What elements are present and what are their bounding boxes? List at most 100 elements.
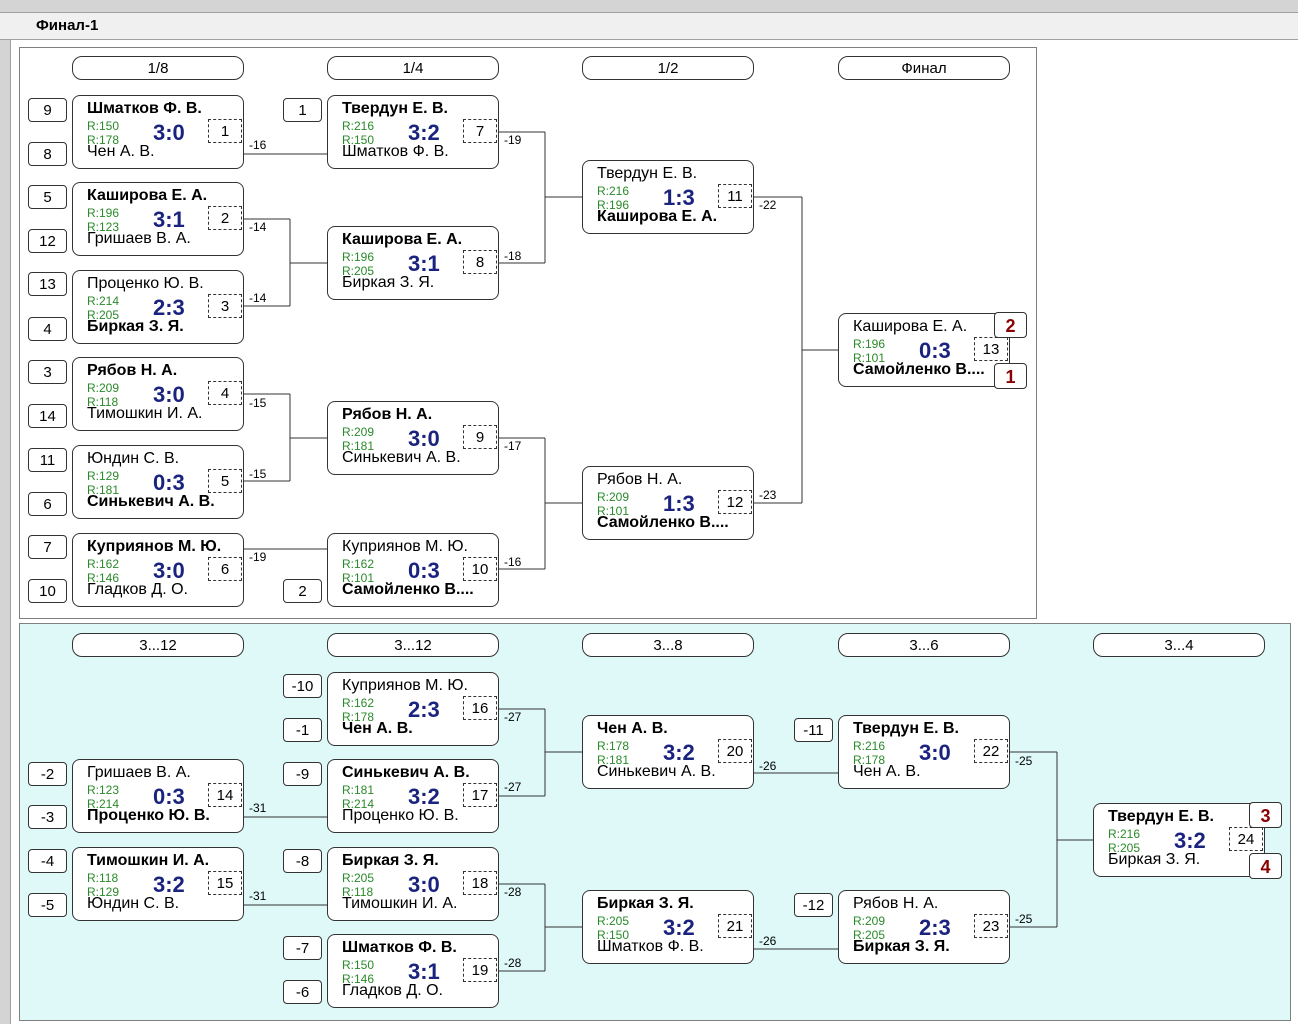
player-top: Гришаев В. А. — [87, 764, 191, 781]
round-header-bottom-5: 3...4 — [1093, 633, 1265, 657]
loser-label: -19 — [504, 133, 522, 147]
title-bar: Финал-1 — [0, 12, 1298, 40]
rating-top: R:209 — [853, 914, 886, 928]
player-top: Рябов Н. А. — [853, 895, 939, 912]
player-bottom: Гладков Д. О. — [87, 581, 188, 598]
match-number: 5 — [208, 469, 242, 493]
player-bottom: Биркая З. Я. — [853, 938, 950, 955]
seed-box: -4 — [28, 849, 67, 873]
seed-box: 1 — [283, 98, 322, 122]
match-box[interactable]: Куприянов М. Ю. R:162 R:178 2:3 16 Чен А… — [327, 672, 499, 746]
match-box[interactable]: Шматков Ф. В. R:150 R:178 3:0 1 Чен А. В… — [72, 95, 244, 169]
match-box[interactable]: Куприянов М. Ю. R:162 R:101 0:3 10 Самой… — [327, 533, 499, 607]
seed-box: -12 — [794, 893, 833, 917]
match-box[interactable]: Каширова Е. А. R:196 R:205 3:1 8 Биркая … — [327, 226, 499, 300]
player-top: Рябов Н. А. — [342, 406, 433, 423]
loser-label: -28 — [504, 885, 522, 899]
match-score: 3:2 — [408, 120, 440, 145]
seed-box: -6 — [283, 980, 322, 1004]
match-score: 3:0 — [408, 872, 440, 897]
match-number: 6 — [208, 557, 242, 581]
rating-top: R:129 — [87, 469, 120, 483]
seed-box: -10 — [283, 674, 322, 698]
match-box[interactable]: Чен А. В. R:178 R:181 3:2 20 Синькевич А… — [582, 715, 754, 789]
loser-label: -14 — [249, 291, 267, 305]
player-bottom: Самойленко В.... — [597, 514, 729, 531]
rating-top: R:162 — [342, 696, 375, 710]
seed-box: 5 — [28, 185, 67, 209]
loser-label: -14 — [249, 220, 267, 234]
loser-label: -16 — [504, 555, 522, 569]
rating-top: R:181 — [342, 783, 375, 797]
match-box[interactable]: Твердун Е. В. R:216 R:196 1:3 11 Каширов… — [582, 160, 754, 234]
match-box[interactable]: Тимошкин И. А. R:118 R:129 3:2 15 Юндин … — [72, 847, 244, 921]
rating-top: R:216 — [342, 119, 375, 133]
rating-top: R:205 — [342, 871, 375, 885]
final-match-box[interactable]: Каширова Е. А. R:196 R:101 0:3 13 Самойл… — [838, 313, 1010, 387]
player-top: Твердун Е. В. — [853, 720, 959, 737]
match-score: 3:2 — [663, 915, 695, 940]
final-match-box[interactable]: Твердун Е. В. R:216 R:205 3:2 24 Биркая … — [1093, 803, 1265, 877]
loser-label: -17 — [504, 439, 522, 453]
rating-bottom: R:150 — [597, 928, 630, 942]
loser-label: -27 — [504, 710, 522, 724]
seed-box: 11 — [28, 448, 67, 472]
match-number: 21 — [718, 914, 752, 938]
loser-label: -15 — [249, 396, 267, 410]
match-box[interactable]: Рябов Н. А. R:209 R:181 3:0 9 Синькевич … — [327, 401, 499, 475]
player-bottom: Шматков Ф. В. — [597, 938, 704, 955]
match-number: 15 — [208, 871, 242, 895]
player-bottom: Каширова Е. А. — [597, 208, 718, 225]
match-box[interactable]: Шматков Ф. В. R:150 R:146 3:1 19 Гладков… — [327, 934, 499, 1008]
seed-box: 2 — [283, 579, 322, 603]
match-box[interactable]: Твердун Е. В. R:216 R:150 3:2 7 Шматков … — [327, 95, 499, 169]
round-header-bottom-3: 3...8 — [582, 633, 754, 657]
round-header-top-4: Финал — [838, 56, 1010, 80]
rating-bottom: R:205 — [853, 928, 886, 942]
player-top: Тимошкин И. А. — [87, 852, 210, 869]
match-score: 3:2 — [663, 740, 695, 765]
rating-bottom: R:181 — [597, 753, 630, 767]
player-top: Шматков Ф. В. — [342, 939, 457, 956]
seed-box: -9 — [283, 762, 322, 786]
seed-box: 14 — [28, 404, 67, 428]
player-bottom: Тимошкин И. А. — [87, 405, 203, 422]
player-top: Куприянов М. Ю. — [342, 677, 468, 694]
rating-bottom: R:205 — [342, 264, 375, 278]
match-box[interactable]: Каширова Е. А. R:196 R:123 3:1 2 Гришаев… — [72, 182, 244, 256]
rating-bottom: R:146 — [342, 972, 375, 986]
match-number: 10 — [463, 557, 497, 581]
rating-top: R:216 — [853, 739, 886, 753]
match-box[interactable]: Юндин С. В. R:129 R:181 0:3 5 Синькевич … — [72, 445, 244, 519]
place-badge: 4 — [1249, 853, 1282, 879]
match-box[interactable]: Биркая З. Я. R:205 R:150 3:2 21 Шматков … — [582, 890, 754, 964]
player-bottom: Синькевич А. В. — [597, 763, 716, 780]
player-top: Твердун Е. В. — [342, 100, 448, 117]
loser-label: -26 — [759, 759, 777, 773]
player-top: Каширова Е. А. — [853, 318, 968, 335]
match-box[interactable]: Биркая З. Я. R:205 R:118 3:0 18 Тимошкин… — [327, 847, 499, 921]
match-score: 3:2 — [1174, 828, 1206, 853]
match-number: 19 — [463, 958, 497, 982]
match-score: 3:1 — [408, 251, 440, 276]
match-number: 16 — [463, 696, 497, 720]
match-score: 0:3 — [408, 558, 440, 583]
match-box[interactable]: Рябов Н. А. R:209 R:101 1:3 12 Самойленк… — [582, 466, 754, 540]
rating-bottom: R:101 — [853, 351, 886, 365]
loser-label: -31 — [249, 801, 267, 815]
match-box[interactable]: Рябов Н. А. R:209 R:118 3:0 4 Тимошкин И… — [72, 357, 244, 431]
match-box[interactable]: Рябов Н. А. R:209 R:205 2:3 23 Биркая З.… — [838, 890, 1010, 964]
match-box[interactable]: Куприянов М. Ю. R:162 R:146 3:0 6 Гладко… — [72, 533, 244, 607]
rating-top: R:196 — [87, 206, 120, 220]
match-score: 0:3 — [153, 470, 185, 495]
match-number: 3 — [208, 294, 242, 318]
rating-top: R:196 — [853, 337, 886, 351]
match-box[interactable]: Проценко Ю. В. R:214 R:205 2:3 3 Биркая … — [72, 270, 244, 344]
player-bottom: Шматков Ф. В. — [342, 143, 449, 160]
player-bottom: Самойленко В.... — [853, 361, 985, 378]
rating-top: R:196 — [342, 250, 375, 264]
match-box[interactable]: Твердун Е. В. R:216 R:178 3:0 22 Чен А. … — [838, 715, 1010, 789]
loser-label: -15 — [249, 467, 267, 481]
match-box[interactable]: Синькевич А. В. R:181 R:214 3:2 17 Проце… — [327, 759, 499, 833]
match-box[interactable]: Гришаев В. А. R:123 R:214 0:3 14 Проценк… — [72, 759, 244, 833]
